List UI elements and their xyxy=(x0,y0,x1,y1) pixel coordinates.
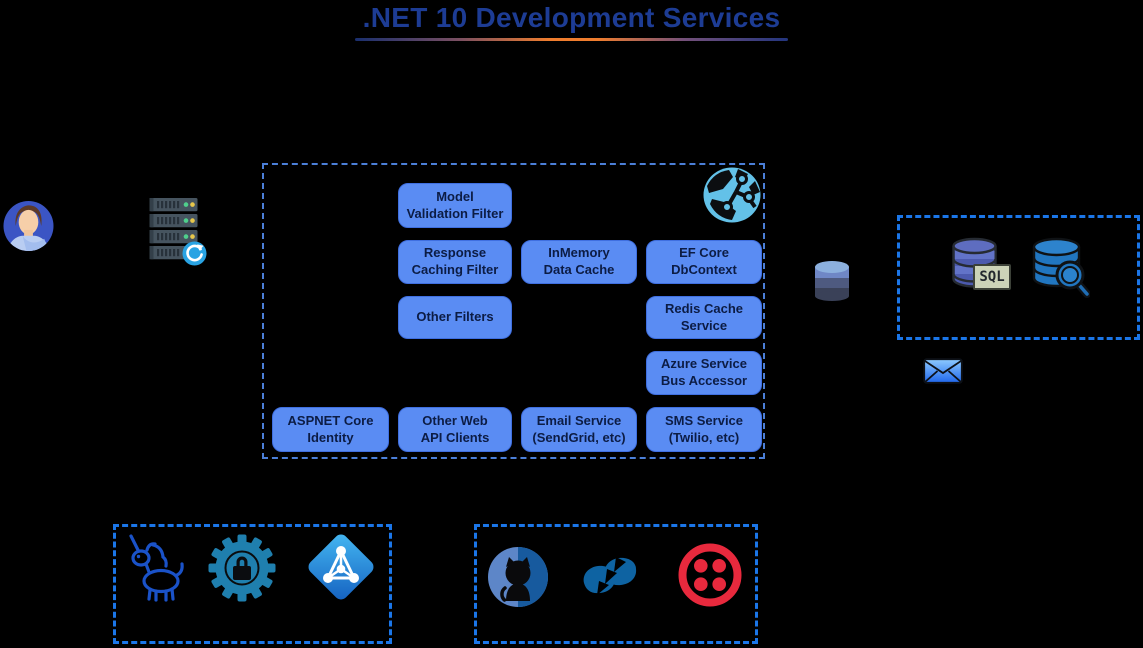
refresh-icon xyxy=(182,241,207,266)
external-services-group xyxy=(474,524,758,644)
gear-lock-icon xyxy=(206,531,278,603)
database-cylinder-icon xyxy=(814,260,850,302)
identity-providers-group xyxy=(113,524,392,644)
mail-envelope-icon xyxy=(923,358,963,384)
sql-badge: SQL xyxy=(973,264,1011,290)
box-aspnet-core-identity: ASPNET Core Identity xyxy=(272,407,389,452)
globe-network-icon xyxy=(702,166,762,224)
box-other-filters: Other Filters xyxy=(398,296,512,339)
masstransit-ribbon-icon xyxy=(580,547,640,605)
box-email-service: Email Service (SendGrid, etc) xyxy=(521,407,637,452)
box-ef-core-dbcontext: EF Core DbContext xyxy=(646,240,762,284)
page-title: .NET 10 Development Services xyxy=(362,2,781,33)
box-sms-service: SMS Service (Twilio, etc) xyxy=(646,407,762,452)
box-azure-service-bus-accessor: Azure Service Bus Accessor xyxy=(646,351,762,395)
box-other-web-api-clients: Other Web API Clients xyxy=(398,407,512,452)
github-icon xyxy=(487,546,549,608)
box-redis-cache-service: Redis Cache Service xyxy=(646,296,762,339)
database-search-icon xyxy=(1030,236,1090,300)
title-underline xyxy=(355,38,788,41)
web-api-services-group xyxy=(262,163,765,459)
unicorn-icon xyxy=(120,531,186,603)
azure-ad-icon xyxy=(303,529,379,605)
twilio-icon xyxy=(678,543,742,607)
data-stores-group xyxy=(897,215,1140,340)
box-inmemory-data-cache: InMemory Data Cache xyxy=(521,240,637,284)
box-response-caching-filter: Response Caching Filter xyxy=(398,240,512,284)
user-avatar-icon xyxy=(3,200,54,252)
box-model-validation-filter: Model Validation Filter xyxy=(398,183,512,228)
